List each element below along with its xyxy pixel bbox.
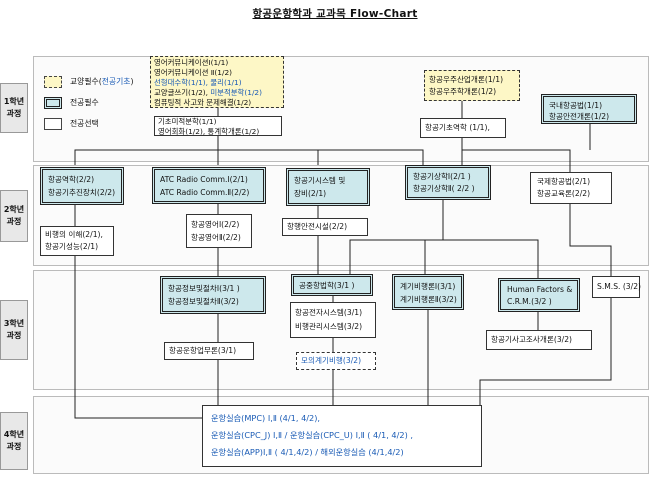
year-label-text: 과정 [6, 217, 22, 226]
course-name: ATC Radio Comm.Ⅰ(2/1) [160, 175, 248, 184]
year-label-text: 과정 [6, 331, 22, 340]
course-name: 모의계기비행(3/2) [301, 356, 362, 365]
course-name: 항공기상학Ⅰ(2/1 ) [413, 172, 471, 181]
course-name: 계기비행론Ⅱ(3/2) [400, 295, 457, 304]
course-box-flight-practice: 운항실습(MPC) Ⅰ,Ⅱ (4/1, 4/2), 운항실습(CPC_J) Ⅰ,… [202, 405, 482, 467]
course-box-aircraft-systems: 항공기시스템 및 장비(2/1) [286, 168, 370, 206]
legend-liberal: 교양필수(전공기초) [70, 76, 133, 88]
course-name: 항공전자시스템(3/1) [295, 308, 363, 317]
course-name: 항공기사고조사개론(3/2) [491, 335, 573, 344]
course-box-aerodynamics: 항공역학(2/2) 항공기추진장치(2/2) [40, 167, 124, 205]
course-box-meteorology: 항공기상학Ⅰ(2/1 ) 항공기상학Ⅱ( 2/2 ) [405, 165, 491, 200]
course-box-instrument-flight: 계기비행론Ⅰ(3/1) 계기비행론Ⅱ(3/2) [392, 274, 464, 310]
course-box-air-navigation: 공중항법학(3/1 ) [291, 274, 373, 296]
course-name: 비행관리시스템(3/2) [295, 322, 363, 331]
course-box-navigation-facilities: 항행안전시설(2/2) [282, 218, 368, 236]
legend-swatch-major-elective [44, 118, 62, 130]
legend-text: ) [130, 77, 134, 86]
course-name: 비행의 이해(2/1), [45, 230, 103, 239]
course-name: 항공기초역학 (1/1), [425, 123, 490, 132]
course-box-aeronautical-information: 항공정보및절차Ⅰ(3/1 ) 항공정보및절차Ⅱ(3/2) [160, 276, 266, 314]
course-box-aviation-english: 항공영어Ⅰ(2/2) 항공영어Ⅱ(2/2) [186, 214, 252, 248]
course-name: ATC Radio Comm.Ⅱ(2/2) [160, 188, 250, 197]
legend-major-elective: 전공선택 [70, 119, 99, 128]
course-name: 항공기시스템 및 [294, 176, 346, 185]
course-name: 항공우주학개론(1/2) [429, 87, 497, 96]
course-name: 장비(2/1) [294, 189, 327, 198]
course-name: Human Factors & [507, 285, 573, 294]
course-name: 운항실습(MPC) Ⅰ,Ⅱ (4/1, 4/2), [211, 413, 321, 423]
course-box-international-law: 국제항공법(2/1) 항공교육론(2/2) [530, 172, 612, 204]
page-title: 항공운항학과 교과목 Flow-Chart [252, 8, 418, 20]
course-name: 교양글쓰기(1/2), [154, 88, 211, 97]
course-box-human-factors: Human Factors & C.R.M.(3/2 ) [498, 278, 580, 312]
year-label-text: 과정 [6, 442, 22, 451]
course-name: 항공영어Ⅱ(2/2) [191, 233, 241, 242]
course-name: 미분적분학(1/2) [210, 88, 263, 97]
course-box-aviation-law: 국내항공법(1/1) 항공안전개론(1/2) [541, 94, 637, 124]
course-box-avionics: 항공전자시스템(3/1) 비행관리시스템(3/2) [290, 302, 376, 338]
course-box-flight-theory: 비행의 이해(2/1), 항공기성능(2/1) [40, 226, 114, 256]
course-box-accident-investigation: 항공기사고조사개론(3/2) [486, 330, 592, 350]
course-name: 항공교육론(2/2) [537, 189, 591, 198]
course-name: 국제항공법(2/1) [537, 177, 591, 186]
course-name: 항공안전개론(1/2) [549, 112, 610, 121]
course-box-sms: S.M.S. (3/2) [592, 276, 641, 298]
legend-text-highlight: 전공기초 [101, 77, 131, 86]
course-name: 영어커뮤니케이션Ⅰ(1/1) [154, 58, 229, 67]
course-box-basic-elective: 기초미적분학(1/1) 영어회화(1/2), 통계학개론(1/2) [154, 116, 282, 136]
course-name: 운항실습(CPC_J) Ⅰ,Ⅱ / 운항실습(CPC_U) Ⅰ,Ⅱ ( 4/1,… [211, 430, 413, 440]
legend-major-required: 전공필수 [70, 98, 99, 107]
course-name: 국내항공법(1/1) [549, 101, 603, 110]
course-box-basic-mechanics: 항공기초역학 (1/1), [420, 118, 506, 138]
course-name: 항공운항업무론(3/1) [169, 346, 237, 355]
course-box-aerospace-intro: 항공우주산업개론(1/1) 항공우주학개론(1/2) [424, 70, 520, 101]
course-name: 영어커뮤니케이션 Ⅱ(1/2) [154, 68, 233, 77]
course-box-simulator: 모의계기비행(3/2) [296, 352, 376, 370]
legend-text: 교양필수( [70, 77, 102, 86]
year-label-text: 4학년 [3, 430, 25, 439]
course-name: C.R.M.(3/2 ) [507, 297, 552, 306]
course-box-flight-operations: 항공운항업무론(3/1) [164, 342, 254, 360]
year-label-text: 1학년 [3, 97, 25, 106]
course-name: 항공우주산업개론(1/1) [429, 75, 504, 84]
course-name: 항공기추진장치(2/2) [48, 188, 116, 197]
course-name: 기초미적분학(1/1) [158, 117, 217, 126]
course-name: 선형대수학(1/1), 물리(1/1) [154, 78, 242, 87]
course-box-atc-radio: ATC Radio Comm.Ⅰ(2/1) ATC Radio Comm.Ⅱ(2… [152, 167, 266, 204]
course-name: 컴퓨팅적 사고와 문제해결(1/2) [154, 98, 252, 107]
course-name: 항공정보및절차Ⅰ(3/1 ) [168, 284, 240, 293]
year-label-text: 과정 [6, 109, 22, 118]
legend-swatch-major-required [44, 97, 62, 109]
legend-swatch-liberal [44, 76, 62, 88]
course-name: 운항실습(APP)Ⅰ,Ⅱ ( 4/1,4/2) / 해외운항실습 (4/1,4/… [211, 447, 404, 457]
course-name: 계기비행론Ⅰ(3/1) [400, 282, 456, 291]
year-label-text: 3학년 [3, 319, 25, 328]
year-label-text: 2학년 [3, 205, 25, 214]
course-name: 공중항법학(3/1 ) [299, 281, 355, 290]
course-box-liberal: 영어커뮤니케이션Ⅰ(1/1) 영어커뮤니케이션 Ⅱ(1/2) 선형대수학(1/1… [150, 56, 284, 108]
course-name: 항공역학(2/2) [48, 175, 95, 184]
course-name: 항공기상학Ⅱ( 2/2 ) [413, 184, 475, 193]
course-name: 항공영어Ⅰ(2/2) [191, 220, 240, 229]
course-name: S.M.S. (3/2) [597, 282, 641, 291]
course-name: 영어회화(1/2), 통계학개론(1/2) [158, 126, 260, 136]
course-name: 항공정보및절차Ⅱ(3/2) [168, 297, 239, 306]
course-name: 항공기성능(2/1) [45, 242, 99, 251]
course-name: 항행안전시설(2/2) [287, 222, 348, 231]
